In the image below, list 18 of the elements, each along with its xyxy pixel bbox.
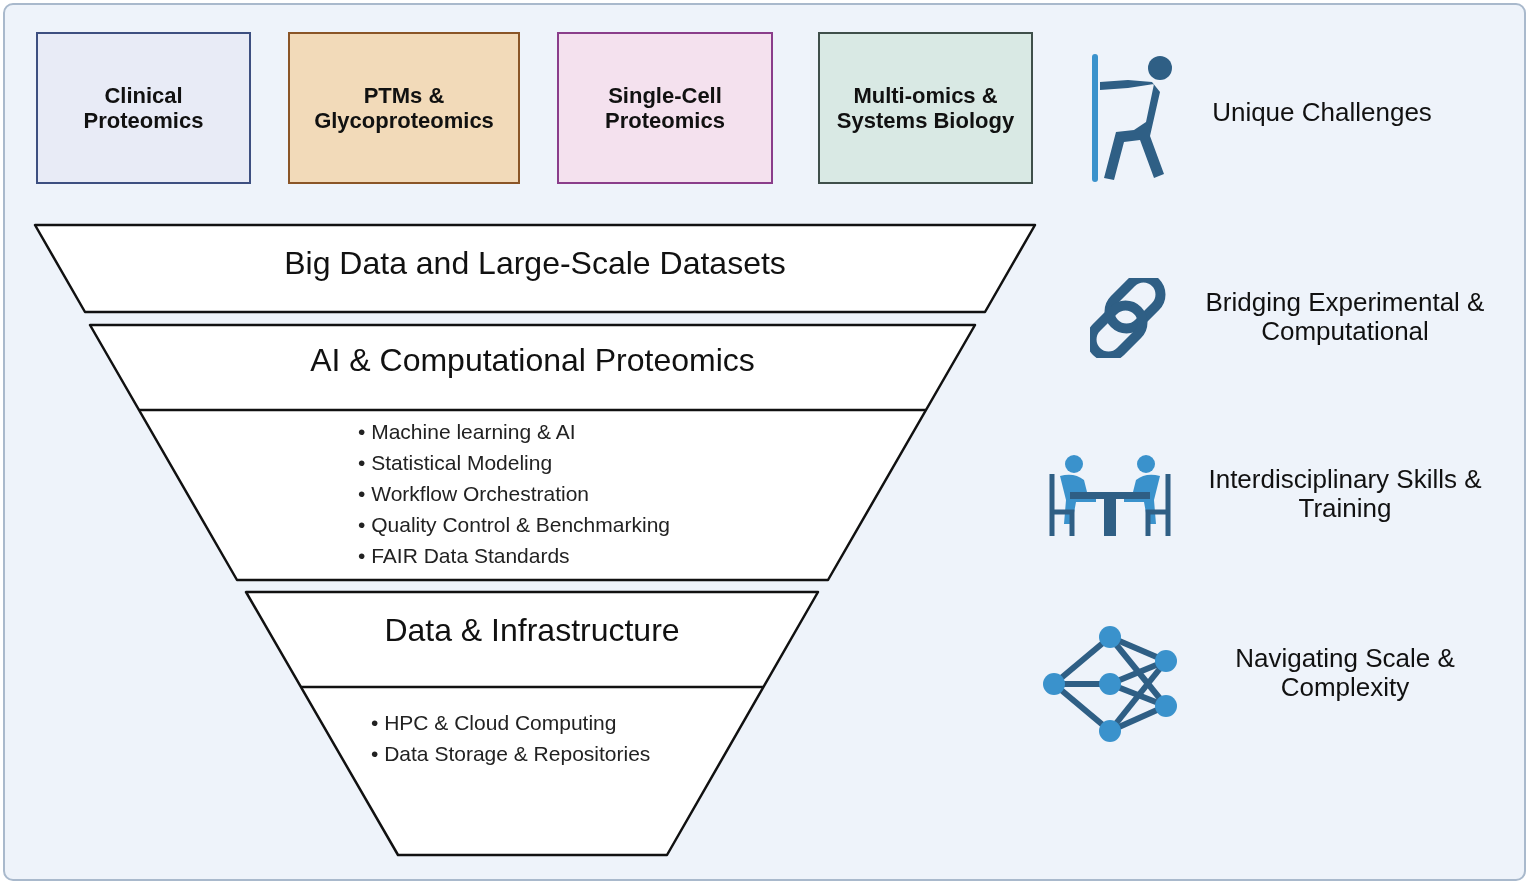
band-heading: Big Data and Large-Scale Datasets (283, 245, 787, 282)
challenge-label: Unique Challenges (1211, 98, 1433, 127)
bullet-item: • Statistical Modeling (358, 450, 554, 476)
challenge-label: Interdisciplinary Skills & Training (1207, 465, 1483, 523)
bullet-item: • FAIR Data Standards (358, 543, 571, 569)
category-box: Clinical Proteomics (36, 32, 251, 184)
bullet-item: • HPC & Cloud Computing (371, 710, 618, 736)
bullet-item: • Quality Control & Benchmarking (358, 512, 670, 538)
band-heading: AI & Computational Proteomics (309, 342, 756, 379)
challenge-label: Navigating Scale & Complexity (1234, 644, 1456, 702)
bullet-item: • Workflow Orchestration (358, 481, 591, 507)
bullet-item: • Machine learning & AI (358, 419, 577, 445)
challenge-label: Bridging Experimental & Computational (1204, 288, 1486, 346)
band-heading: Data & Infrastructure (383, 612, 681, 649)
category-box: PTMs & Glycoproteomics (288, 32, 520, 184)
category-box: Multi-omics & Systems Biology (818, 32, 1033, 184)
bullet-item: • Data Storage & Repositories (371, 741, 651, 767)
category-box: Single-Cell Proteomics (557, 32, 773, 184)
